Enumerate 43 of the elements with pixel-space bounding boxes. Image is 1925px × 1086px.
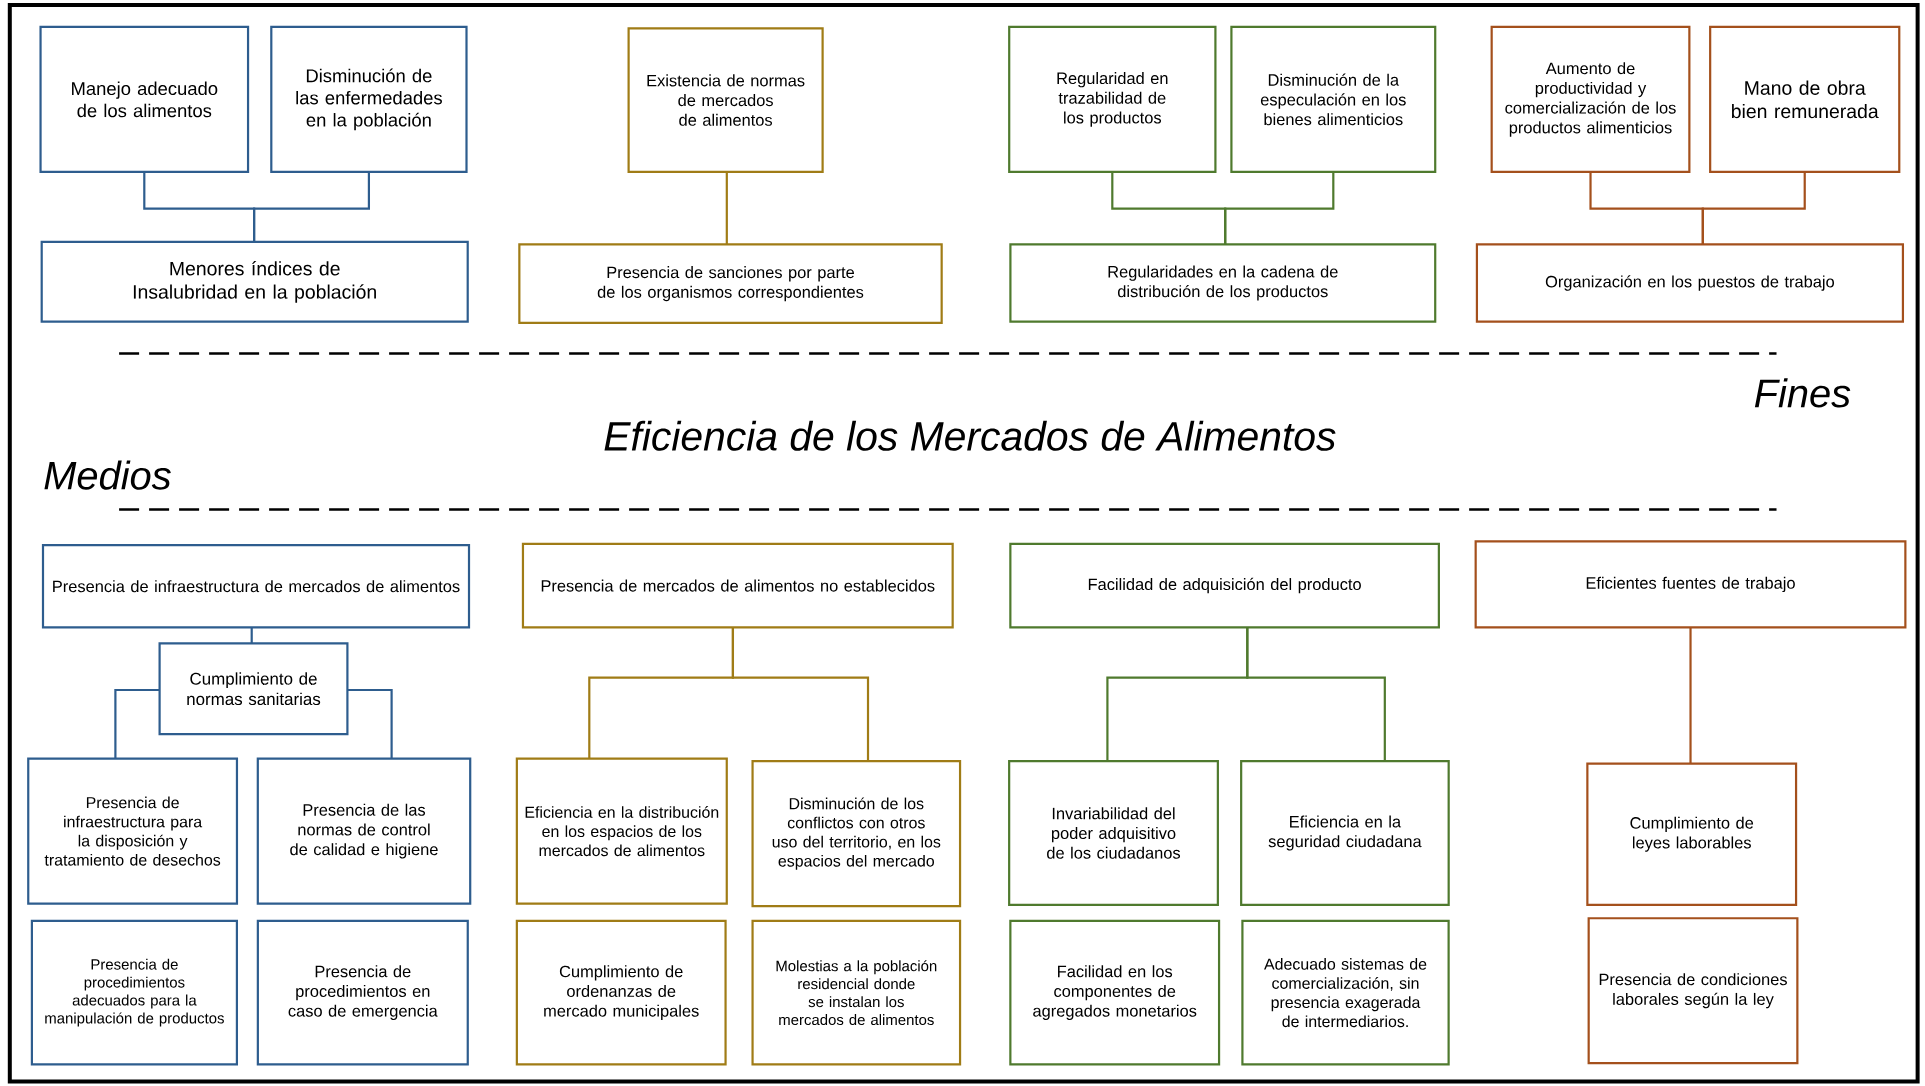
- text-box: Eficiencia en la seguridad ciudadana: [1240, 760, 1450, 906]
- connector-line: [725, 171, 728, 245]
- text-box: Disminución de los conflictos con otros uso del territorio, en los espacios del mercado: [751, 760, 962, 908]
- text-box: Presencia de procedimientos adecuados para la manipulación de productos: [30, 919, 238, 1066]
- text-box: Facilidad de adquisición del producto: [1009, 542, 1440, 629]
- connector-line: [1689, 627, 1692, 764]
- connector-line: [114, 688, 160, 759]
- text-box: Cumplimiento de ordenanzas de mercado municipales: [515, 919, 727, 1066]
- connector-line: [731, 627, 870, 762]
- text-box: Disminución de las enfermedades en la población: [270, 25, 468, 173]
- text-box: Presencia de procedimientos en caso de emergencia: [256, 919, 469, 1066]
- text-box: Menores índices de Insalubridad en la población: [40, 240, 469, 323]
- text-box: Molestias a la población residencial donde se instalan los mercados de alimentos: [751, 919, 962, 1066]
- text-box: Eficiencia en la distribución en los espacios de los mercados de alimentos: [515, 757, 728, 905]
- connector-line: [347, 688, 393, 759]
- text-box: Invariabilidad del poder adquisitivo de los ciudadanos: [1008, 760, 1219, 906]
- text-box: Existencia de normas de mercados de alimentos: [627, 27, 824, 173]
- text-box: Cumplimiento de normas sanitarias: [158, 642, 349, 736]
- section-label: Fines: [1754, 378, 1851, 408]
- section-label: Medios: [44, 460, 171, 490]
- connector-line: [253, 171, 370, 242]
- text-box: Facilidad en los componentes de agregados monetarios: [1009, 919, 1221, 1066]
- text-box: Organización en los puestos de trabajo: [1475, 243, 1904, 323]
- text-box: Regularidades en la cadena de distribución de los productos: [1009, 243, 1437, 323]
- text-box: Presencia de condiciones laborales según la ley: [1587, 917, 1799, 1065]
- text-box: Cumplimiento de leyes laborables: [1586, 762, 1798, 906]
- text-box: Disminución de la especulación en los bienes alimenticios: [1230, 25, 1437, 173]
- text-box: Mano de obra bien remunerada: [1709, 25, 1901, 173]
- text-box: Regularidad en trazabilidad de los productos: [1008, 25, 1217, 173]
- connector-line: [1246, 627, 1386, 762]
- text-box: Presencia de infraestructura de mercados de alimentos: [41, 543, 471, 629]
- text-box: Eficientes fuentes de trabajo: [1474, 540, 1907, 629]
- connector-line: [250, 627, 253, 644]
- text-box: Presencia de infraestructura para la disposición y tratamiento de desechos: [27, 757, 239, 905]
- text-box: Presencia de sanciones por parte de los organismos correspondientes: [518, 243, 943, 324]
- connector-line: [1224, 171, 1335, 245]
- text-box: Presencia de mercados de alimentos no establecidos: [521, 542, 954, 629]
- title: Eficiencia de los Mercados de Alimentos: [604, 420, 1336, 451]
- text-box: Manejo adecuado de los alimentos: [39, 25, 250, 173]
- text-box: Aumento de productividad y comercialización de los productos alimenticios: [1490, 25, 1691, 173]
- text-box: Presencia de las normas de control de calidad e higiene: [256, 757, 472, 905]
- text-box: Adecuado sistemas de comercialización, sin presencia exagerada de intermediarios.: [1241, 919, 1450, 1066]
- connector-line: [1701, 171, 1806, 245]
